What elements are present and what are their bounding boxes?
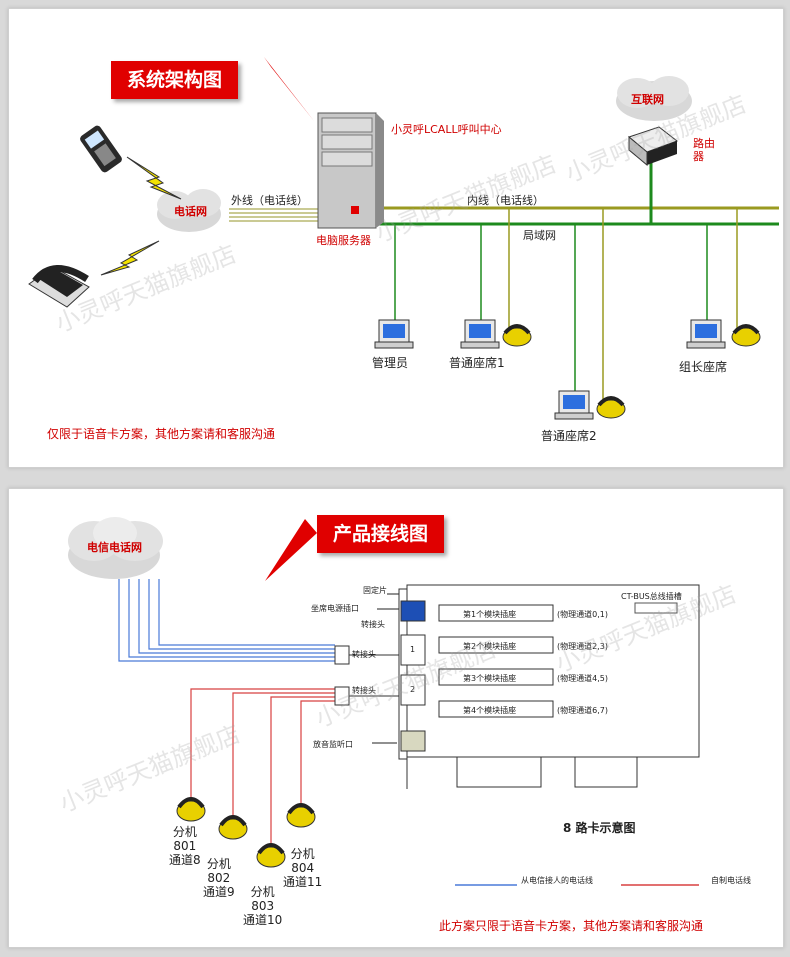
outer-lines xyxy=(229,208,319,222)
banner-pointer xyxy=(264,57,314,121)
adapter-connector-icon xyxy=(334,645,399,706)
card-caption: 8 路卡示意图 xyxy=(563,821,636,835)
playback-port-label: 放音监听口 xyxy=(313,740,353,749)
server-caption: 电脑服务器 xyxy=(316,234,371,247)
adapter-label: 转接头 xyxy=(361,620,385,629)
server-icon xyxy=(317,112,384,229)
banner-pointer xyxy=(265,519,317,581)
fixing-plate-label: 固定片 xyxy=(363,586,387,595)
phone-icon xyxy=(502,324,532,347)
ctbus-label: CT-BUS总线插槽 xyxy=(621,592,682,601)
computer-icon xyxy=(554,390,594,420)
scheme-note: 此方案只限于语音卡方案，其他方案请和客服沟通 xyxy=(439,919,704,933)
phone-network-label: 电话网 xyxy=(174,205,207,218)
slot-channel: (物理通道0,1) xyxy=(557,610,608,619)
product-wiring-panel: 产品接线图 电信电话网 固定片 坐席电源插口 转接头 转接头 转接头 1 2 放… xyxy=(8,488,784,948)
scheme-note: 仅限于语音卡方案，其他方案请和客服沟通 xyxy=(47,427,276,441)
port2-label: 2 xyxy=(410,685,416,694)
router-icon xyxy=(627,126,679,167)
phone-icon xyxy=(731,324,761,347)
phone-icon xyxy=(286,803,316,828)
computer-icon xyxy=(460,319,500,349)
phone-icon xyxy=(256,843,286,868)
slot-channel: (物理通道2,3) xyxy=(557,642,608,651)
architecture-diagram xyxy=(28,57,779,420)
adapter-label: 转接头 xyxy=(352,650,376,659)
leader-label: 组长座席 xyxy=(679,360,728,374)
outer-line-label: 外线（电话线） xyxy=(231,194,308,207)
seat1-label: 普通座席1 xyxy=(449,356,505,370)
slot-name: 第2个模块插座 xyxy=(463,642,517,651)
port2-icon xyxy=(400,674,426,706)
legend-blue-label: 从电信接人的电话线 xyxy=(521,876,593,885)
computer-icon xyxy=(374,319,414,349)
slot-channel: (物理通道6,7) xyxy=(557,706,608,715)
wiring-diagram xyxy=(68,517,700,886)
slot-name: 第1个模块插座 xyxy=(463,610,517,619)
power-socket-icon xyxy=(400,600,426,622)
mobile-phone-icon xyxy=(80,125,122,173)
extension-wires xyxy=(190,688,335,845)
telecom-cloud-icon xyxy=(68,517,163,579)
lightning-icon xyxy=(100,240,160,276)
phone-icon xyxy=(176,797,206,822)
telecom-network-label: 电信电话网 xyxy=(87,541,142,554)
internet-cloud-icon xyxy=(616,76,692,121)
inner-line-label: 内线（电话线） xyxy=(467,194,544,207)
internet-label: 互联网 xyxy=(631,93,664,106)
port1-label: 1 xyxy=(410,645,416,654)
slot-name: 第4个模块插座 xyxy=(463,706,517,715)
lightning-icon xyxy=(126,156,182,200)
router-label: 路由 器 xyxy=(693,137,715,163)
slot-channel: (物理通道4,5) xyxy=(557,674,608,683)
adapter-label: 转接头 xyxy=(352,686,376,695)
slot-name: 第3个模块插座 xyxy=(463,674,517,683)
phone-icon xyxy=(596,396,626,419)
port1-icon xyxy=(400,634,426,666)
legend-red-label: 自制电话线 xyxy=(711,876,751,885)
phone-icon xyxy=(218,815,248,840)
phone-network-cloud-icon xyxy=(157,189,221,232)
system-architecture-panel: 系统架构图 小灵呼LCALL呼叫中心 电脑服务器 电话网 互联网 路由 器 外线… xyxy=(8,8,784,468)
panel-title: 产品接线图 xyxy=(317,515,445,553)
desk-phone-icon xyxy=(28,265,90,308)
lan-label: 局域网 xyxy=(523,229,556,242)
telecom-wires xyxy=(118,579,335,662)
playback-port-icon xyxy=(400,730,426,752)
power-socket-label: 坐席电源插口 xyxy=(311,604,359,613)
panel-title: 系统架构图 xyxy=(111,61,239,99)
voice-card-board xyxy=(398,584,700,789)
server-label: 小灵呼LCALL呼叫中心 xyxy=(391,123,502,136)
computer-icon xyxy=(686,319,726,349)
admin-label: 管理员 xyxy=(372,356,409,370)
seat2-label: 普通座席2 xyxy=(541,429,597,443)
